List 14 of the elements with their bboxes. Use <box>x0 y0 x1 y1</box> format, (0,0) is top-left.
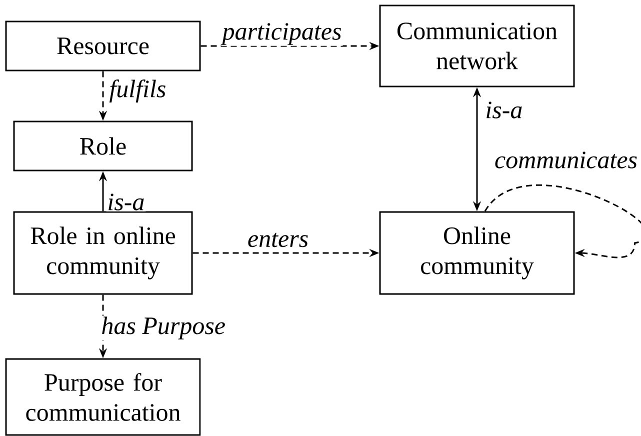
concept-box: Role <box>13 120 193 172</box>
concept-box: Online community <box>379 211 575 295</box>
concept-box: Role in online community <box>13 211 193 295</box>
concept-box: Purpose for communication <box>5 358 201 436</box>
edge-label: is-a <box>484 100 524 120</box>
edge-label: enters <box>246 232 310 248</box>
edge-label: fulfils <box>108 78 168 104</box>
arrow <box>484 184 641 258</box>
edge-label: participates <box>220 22 343 46</box>
concept-box: Resource <box>5 20 201 72</box>
edge-label: is-a <box>106 192 146 212</box>
concept-box: Communication network <box>379 4 575 88</box>
edge-label: communicates <box>494 150 638 170</box>
edge-label: has Purpose <box>100 316 226 340</box>
